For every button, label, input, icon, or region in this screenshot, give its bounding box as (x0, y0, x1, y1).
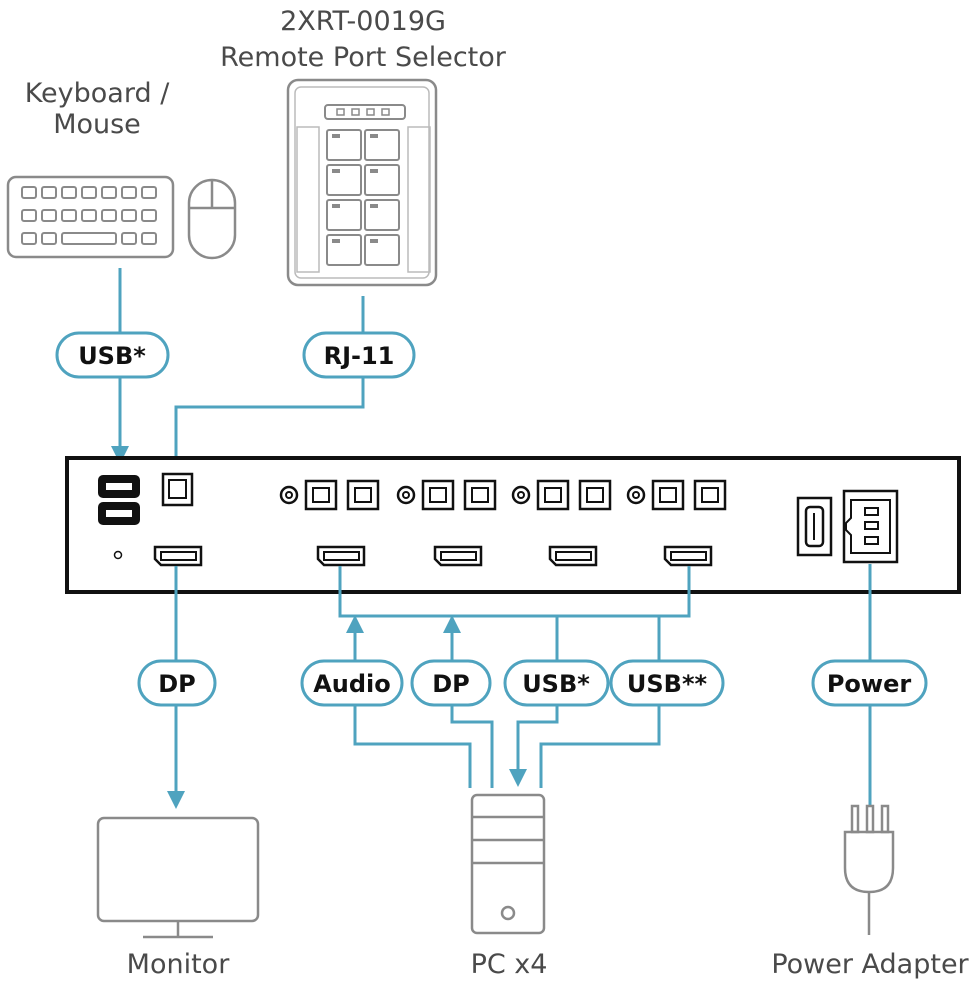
power-label-text: Power (827, 670, 912, 698)
power-plug-icon (843, 804, 895, 935)
rj11-label-text: RJ-11 (324, 342, 395, 370)
dp-monitor-cable-label: DP (137, 659, 217, 707)
remote-port-selector-icon (286, 78, 438, 287)
usb-pc-label-text: USB* (522, 670, 590, 698)
selector-model-label: 2XRT-0019G (280, 6, 446, 37)
usb-kbm-label-text: USB* (78, 342, 146, 370)
monitor-label: Monitor (127, 949, 231, 980)
keyboard-icon (6, 175, 175, 259)
pc-cable-bus (338, 566, 691, 618)
dp-cable-to-pc (450, 704, 494, 788)
keyboard-mouse-label: Keyboard / (25, 78, 171, 109)
usb2-pc-label-text: USB** (627, 670, 708, 698)
audio-label-text: Audio (313, 670, 391, 698)
keyboard-mouse-label-2: Mouse (53, 109, 141, 140)
pc-tower-icon (470, 793, 546, 935)
monitor-icon (96, 816, 260, 939)
dp-pc-cable-label: DP (410, 659, 492, 707)
dp-pc-label-text: DP (432, 670, 470, 698)
selector-name-label: Remote Port Selector (220, 42, 507, 73)
usb-pc-cable-label: USB* (503, 659, 610, 707)
rj11-cable-label: RJ-11 (302, 331, 416, 379)
usb2-cable-to-pc (539, 704, 661, 788)
rj11-cable-bottom (174, 376, 365, 472)
mouse-icon (187, 178, 237, 260)
usb-kbm-cable-label: USB* (55, 331, 170, 379)
audio-cable-label: Audio (300, 659, 404, 707)
power-adapter-label: Power Adapter (771, 949, 969, 980)
kvm-switch-rear-panel (65, 456, 961, 594)
usb2-pc-cable-label: USB** (609, 659, 725, 707)
usb-cable-to-pc (509, 704, 559, 787)
dp-monitor-label-text: DP (158, 670, 196, 698)
pc-label: PC x4 (471, 949, 548, 980)
power-cable-label: Power (811, 659, 928, 707)
audio-cable-to-pc (353, 704, 472, 788)
